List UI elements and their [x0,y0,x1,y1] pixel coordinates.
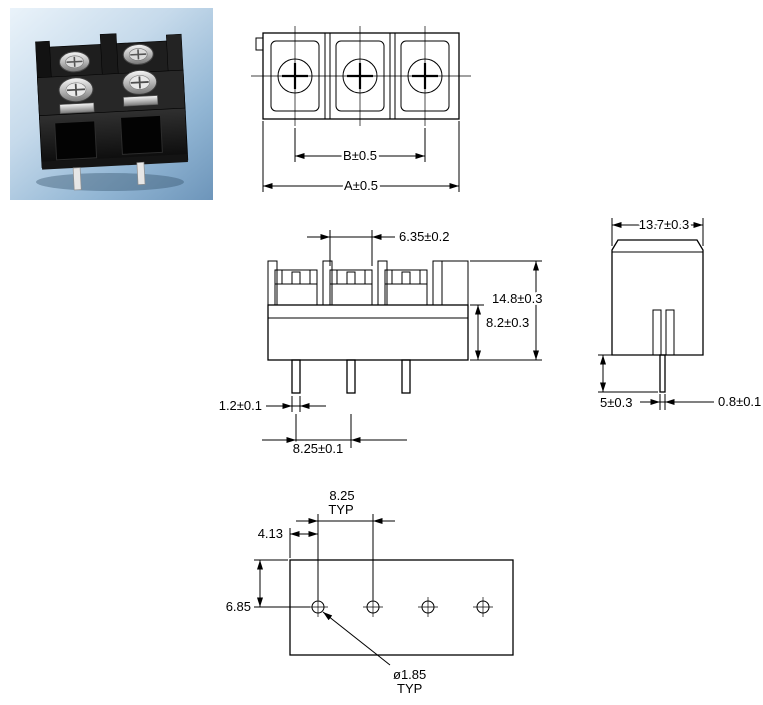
dim-pin-thickness-label: 0.8±0.1 [718,394,761,409]
front-screw [58,77,94,103]
mounting-hole [308,597,328,617]
front-screw [122,69,158,95]
dim-depth-label: 13.7±0.3 [639,217,690,232]
dim-body-height-label: 8.2±0.3 [486,315,529,330]
dim-clamp-width-label: 6.35±0.2 [399,229,450,244]
dim-overall-length-a-label: A±0.5 [344,178,378,193]
dim-hole-diameter-typ-label: TYP [397,681,422,696]
dim-pin-pitch-label: 8.25±0.1 [293,441,344,456]
dim-edge-offset-label: 4.13 [258,526,283,541]
rear-screw [122,43,154,65]
dim-pin-length-label: 5±0.3 [600,395,632,410]
dim-hole-pitch-typ-label: TYP [328,502,353,517]
dim-pin-width-label: 1.2±0.1 [219,398,262,413]
terminal-block-illustration [35,33,189,191]
dim-total-height-label: 14.8±0.3 [492,291,543,306]
pcb-layout-view: 8.25 TYP 4.13 6.85 ø1.85 TYP [223,486,514,699]
mounting-hole [418,597,438,617]
mounting-hole [473,597,493,617]
dim-hole-pitch-label: 8.25 [329,488,354,503]
side-view: 13.7±0.3 5±0.3 0.8±0.1 [598,215,763,413]
dim-screw-pitch-b-label: B±0.5 [343,148,377,163]
top-view: B±0.5 A±0.5 [251,26,471,196]
dim-row-offset-label: 6.85 [226,599,251,614]
front-view: 6.35±0.2 14.8±0.3 8.2±0.3 1.2±0.1 8.25±0… [216,227,545,459]
dim-hole-diameter-label: ø1.85 [393,667,426,682]
product-photo [10,8,213,200]
rear-screw [59,51,91,73]
mounting-hole [363,597,383,617]
